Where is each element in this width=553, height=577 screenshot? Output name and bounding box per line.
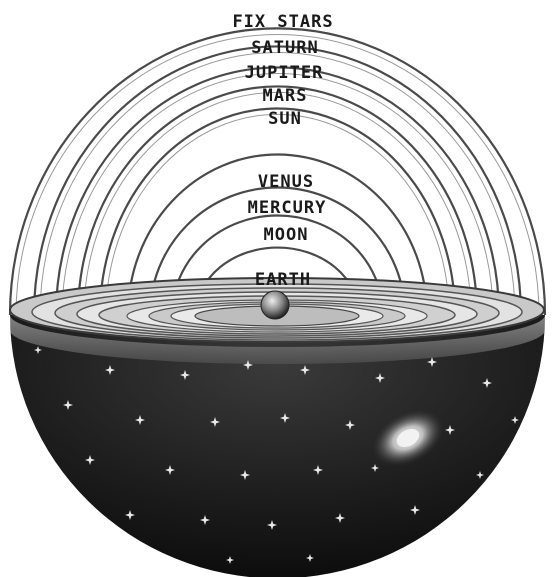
- arc-inner-5: [105, 113, 450, 316]
- star: [125, 510, 135, 520]
- galaxy: [370, 408, 446, 468]
- sphere-arcs: [8, 27, 547, 316]
- star: [243, 360, 253, 370]
- star: [63, 400, 73, 410]
- star: [300, 365, 310, 375]
- star: [85, 455, 95, 465]
- star: [267, 520, 277, 530]
- arc-jupiter: [54, 66, 501, 316]
- star: [34, 346, 42, 354]
- star: [210, 417, 220, 427]
- star: [180, 370, 190, 380]
- label-moon: MOON: [264, 225, 309, 245]
- star: [345, 420, 355, 430]
- label-fixed-stars: FIX STARS: [232, 12, 333, 32]
- label-earth: EARTH: [255, 270, 311, 290]
- label-mercury: MERCURY: [248, 198, 327, 218]
- arc-venus: [126, 153, 429, 316]
- star: [410, 505, 420, 515]
- star: [427, 357, 437, 367]
- arc-inner-4: [83, 92, 472, 316]
- earth-globe: [260, 290, 290, 320]
- sphere-labels: FIX STARS SATURN JUPITER MARS SUN VENUS …: [232, 12, 333, 290]
- star: [200, 515, 210, 525]
- star: [335, 513, 345, 523]
- arc-sun: [98, 107, 457, 316]
- star: [105, 365, 115, 375]
- arc-inner-3: [61, 73, 494, 316]
- star: [313, 465, 323, 475]
- star: [371, 464, 379, 472]
- lower-hemisphere: [10, 315, 545, 577]
- label-venus: VENUS: [258, 172, 314, 192]
- label-mars: MARS: [263, 86, 308, 106]
- star: [280, 413, 290, 423]
- arc-saturn: [32, 45, 523, 316]
- arc-fixed-stars: [8, 27, 547, 316]
- arc-mars: [76, 85, 479, 316]
- arc-inner-2: [39, 51, 516, 316]
- star: [165, 465, 175, 475]
- star: [476, 471, 484, 479]
- stars: [34, 346, 519, 564]
- star: [226, 556, 234, 564]
- star: [445, 425, 455, 435]
- label-jupiter: JUPITER: [245, 63, 324, 83]
- star: [306, 554, 314, 562]
- star: [240, 470, 250, 480]
- star: [482, 378, 492, 388]
- star: [135, 415, 145, 425]
- label-saturn: SATURN: [251, 38, 318, 58]
- label-sun: SUN: [268, 109, 302, 129]
- arc-mercury: [148, 186, 407, 316]
- star: [511, 416, 519, 424]
- arc-inner-1: [15, 33, 540, 316]
- star: [375, 373, 385, 383]
- arc-moon: [170, 214, 385, 316]
